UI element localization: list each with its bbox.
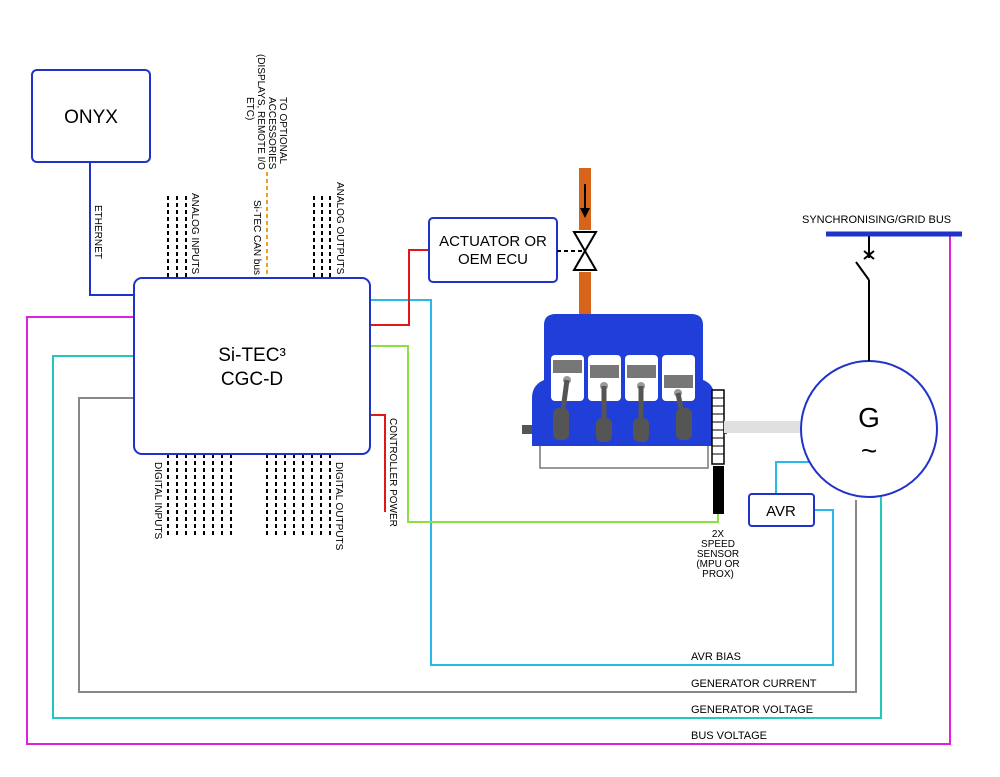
fuel-pipe	[579, 168, 591, 316]
speed-sensor-icon	[713, 466, 724, 514]
engine-icon	[522, 314, 727, 469]
generator-current-wire	[78, 397, 857, 693]
actuator-label-line2: OEM ECU	[458, 251, 528, 268]
svg-text:SPEED: SPEED	[701, 539, 735, 550]
svg-text:(DISPLAYS, REMOTE I/O: (DISPLAYS, REMOTE I/O	[255, 54, 266, 170]
flywheel-icon	[711, 389, 725, 465]
controller-title: Si-TEC³	[218, 345, 286, 366]
controller-power-wire	[370, 414, 386, 512]
svg-text:ETC): ETC)	[244, 97, 255, 120]
generator-label: G	[858, 402, 880, 433]
controller-box	[133, 277, 371, 455]
svg-text:TO OPTIONAL: TO OPTIONAL	[277, 97, 288, 164]
generator-current-label: GENERATOR CURRENT	[691, 678, 817, 690]
svg-text:2X: 2X	[712, 529, 725, 540]
ethernet-label: ETHERNET	[92, 205, 103, 259]
controller-power-label: CONTROLLER POWER	[387, 418, 398, 527]
avr-box	[748, 493, 815, 527]
signal-wires	[26, 162, 951, 745]
speed-sensor-wire	[370, 345, 719, 523]
speed-sensor-label: 2X SPEED SENSOR (MPU OR PROX)	[696, 529, 739, 580]
controller-subtitle: CGC-D	[221, 369, 283, 390]
digital-inputs-label: DIGITAL INPUTS	[152, 462, 163, 540]
breaker-icon	[855, 234, 875, 361]
avr-bias-label: AVR BIAS	[691, 651, 741, 663]
digital-outputs-label: DIGITAL OUTPUTS	[333, 462, 344, 551]
bus-voltage-wire	[26, 234, 951, 745]
generator-voltage-wire	[52, 355, 882, 719]
actuator-box	[428, 217, 558, 283]
actuator-label-line1: ACTUATOR OR	[439, 233, 547, 250]
digital-output-lines	[266, 454, 331, 538]
svg-text:SENSOR: SENSOR	[697, 549, 739, 560]
svg-text:PROX): PROX)	[702, 569, 734, 580]
bus-voltage-label: BUS VOLTAGE	[691, 730, 767, 742]
optional-accessories-label: TO OPTIONAL ACCESSORIES (DISPLAYS, REMOT…	[244, 54, 288, 170]
svg-text:(MPU OR: (MPU OR	[696, 559, 739, 570]
analog-input-lines	[167, 196, 187, 278]
drive-shaft	[724, 421, 800, 433]
avr-bias-wire	[370, 299, 834, 666]
sync-bus-label: SYNCHRONISING/GRID BUS	[802, 214, 951, 226]
onyx-label: ONYX	[64, 107, 118, 128]
valve-icon	[557, 231, 598, 271]
analog-output-lines	[313, 196, 331, 278]
avr-label: AVR	[766, 503, 796, 520]
generator-ac-symbol: ~	[861, 435, 877, 466]
generator-voltage-label: GENERATOR VOLTAGE	[691, 704, 813, 716]
svg-text:ACCESSORIES: ACCESSORIES	[266, 97, 277, 170]
analog-outputs-label: ANALOG OUTPUTS	[334, 182, 345, 275]
digital-input-lines	[167, 454, 232, 538]
avr-to-generator-wire	[775, 461, 812, 494]
onyx-box	[31, 69, 151, 163]
ethernet-wire	[89, 162, 134, 296]
actuator-wire	[370, 249, 429, 326]
can-bus-label: Si-TEC CAN bus	[251, 200, 262, 275]
analog-inputs-label: ANALOG INPUTS	[189, 193, 200, 274]
